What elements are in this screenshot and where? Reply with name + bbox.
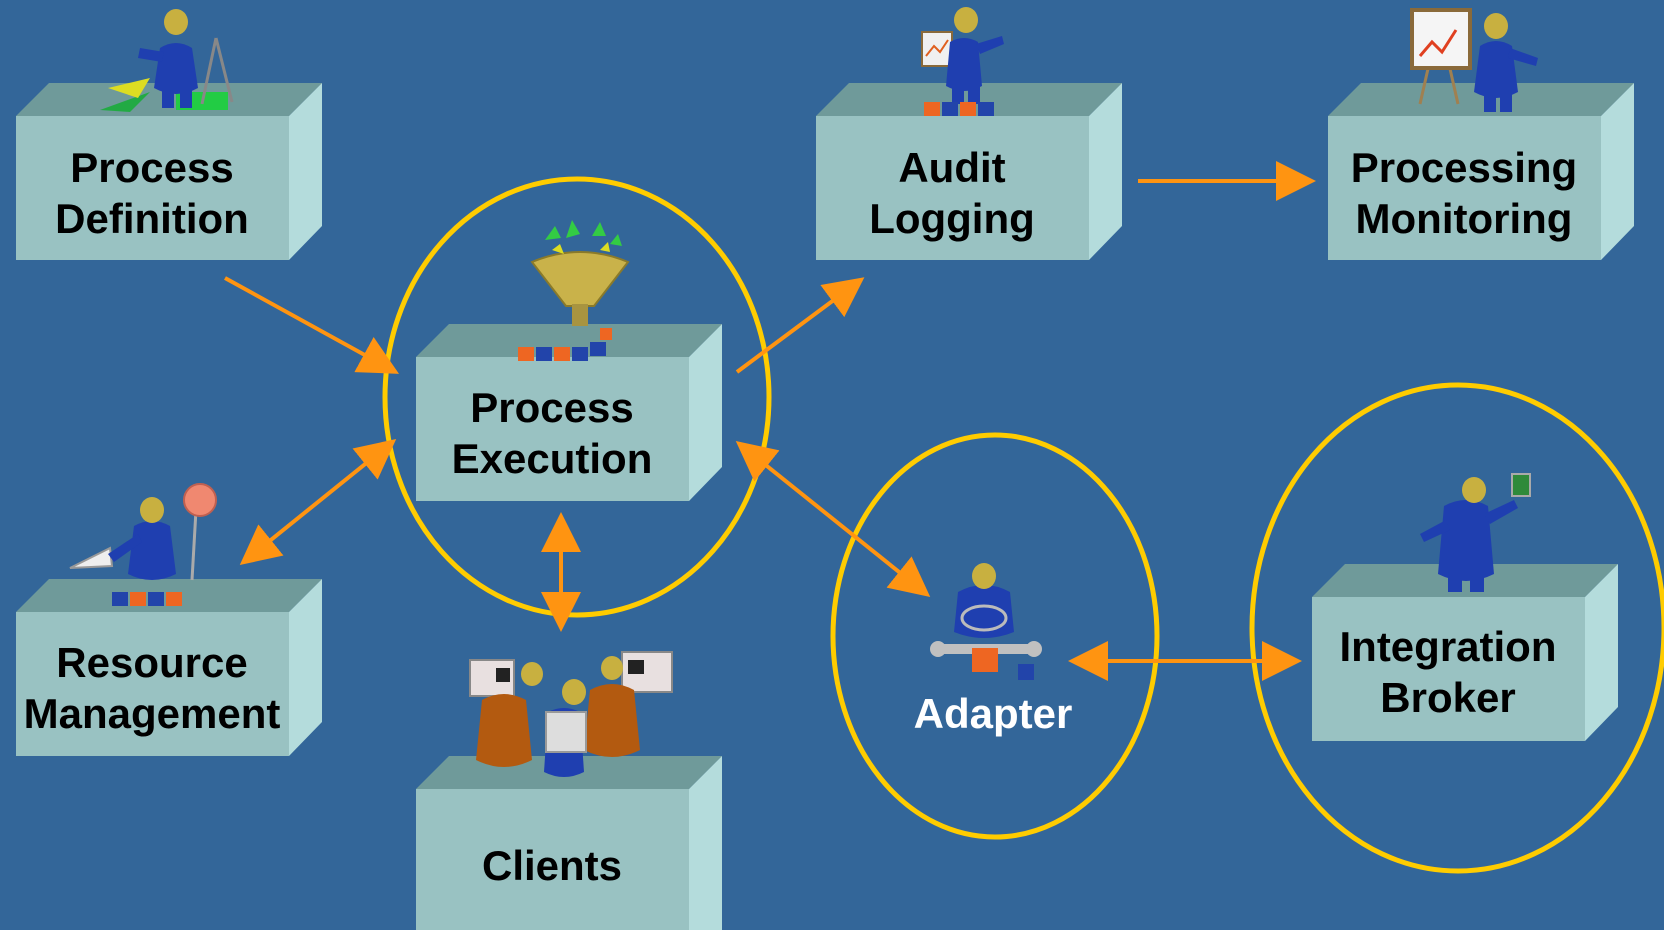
processing-monitoring-box: Processing Monitoring bbox=[1328, 83, 1634, 260]
integration-broker-label-line1: Integration bbox=[1340, 623, 1557, 670]
adapter-figure-icon bbox=[930, 563, 1042, 680]
audit-logging-label-line1: Audit bbox=[898, 144, 1005, 191]
funnel-icon bbox=[518, 220, 630, 361]
megaphone-figure-icon bbox=[69, 483, 217, 606]
resource-management-box: Resource Management bbox=[16, 579, 322, 756]
processing-monitoring-label-line2: Monitoring bbox=[1356, 195, 1573, 242]
audit-logging-box: Audit Logging bbox=[816, 83, 1122, 260]
broker-figure-icon bbox=[1420, 473, 1531, 592]
resource-management-label-line2: Management bbox=[24, 690, 281, 737]
integration-broker-label-line2: Broker bbox=[1380, 674, 1515, 721]
arrow-execution-adapter-bidirectional bbox=[735, 440, 931, 598]
process-definition-label-line1: Process bbox=[70, 144, 233, 191]
arrow-execution-to-audit bbox=[735, 277, 865, 374]
process-definition-label-line2: Definition bbox=[55, 195, 249, 242]
audit-logging-label-line2: Logging bbox=[869, 195, 1035, 242]
arrow-execution-resource-bidirectional bbox=[239, 438, 397, 566]
process-execution-label-line1: Process bbox=[470, 384, 633, 431]
computer-users-icon bbox=[469, 651, 673, 777]
adapter-highlight-circle bbox=[830, 432, 1160, 840]
easel-chart-icon bbox=[1410, 8, 1538, 112]
arrow-definition-to-execution bbox=[224, 276, 400, 374]
integration-broker-box: Integration Broker bbox=[1312, 564, 1618, 741]
architect-figure-icon bbox=[100, 9, 234, 112]
processing-monitoring-label-line1: Processing bbox=[1351, 144, 1577, 191]
process-execution-box: Process Execution bbox=[416, 324, 722, 501]
clients-box: Clients bbox=[416, 756, 722, 930]
process-definition-box: Process Definition bbox=[16, 83, 322, 260]
process-execution-label-line2: Execution bbox=[452, 435, 653, 482]
adapter-label: Adapter bbox=[914, 690, 1073, 737]
clients-label: Clients bbox=[482, 842, 622, 889]
presenter-with-chart-icon bbox=[921, 7, 1004, 116]
broker-highlight-circle bbox=[1249, 382, 1664, 874]
resource-management-label-line1: Resource bbox=[56, 639, 247, 686]
